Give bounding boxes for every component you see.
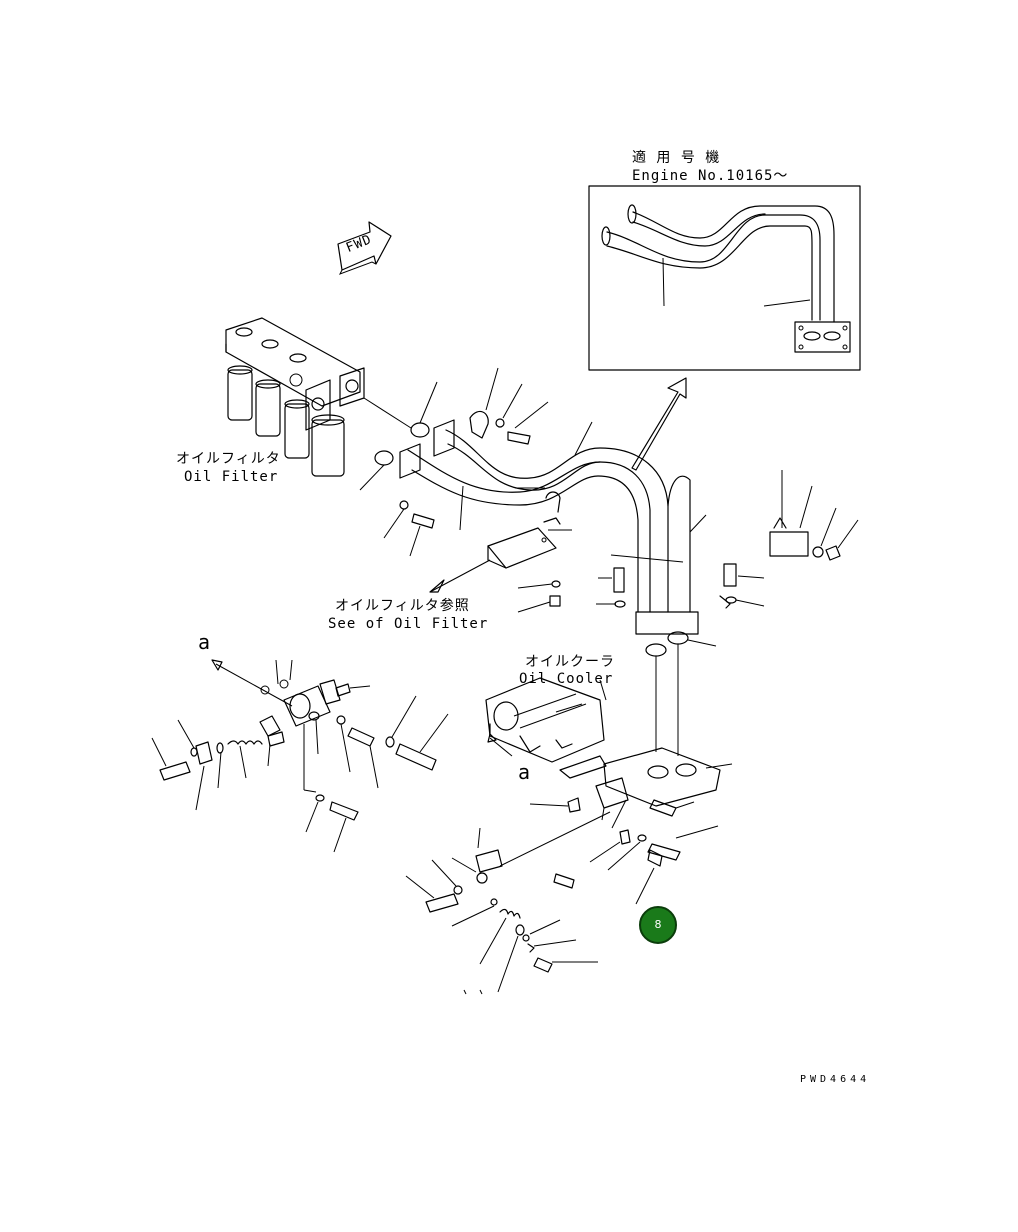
valve-assembly	[151, 659, 449, 853]
cooler-housing	[499, 747, 733, 867]
view-a-label-upper: a	[198, 630, 212, 654]
inset-title-jp: 適 用 号 機	[632, 150, 721, 166]
oil-cooler-en-label: Oil Cooler	[519, 671, 614, 687]
oil-cooler-jp-label: オイルクーラ	[525, 654, 615, 670]
inset-arrow	[631, 377, 687, 471]
gaskets-cooler	[645, 631, 717, 756]
see-oil-filter-jp-label: オイルフィルタ参照	[335, 598, 470, 614]
inset-box	[588, 185, 861, 371]
gaskets-filter	[359, 381, 438, 491]
main-pipe-assembly	[399, 419, 707, 635]
lower-valve-assembly	[405, 827, 598, 995]
bolts-left	[383, 500, 435, 557]
pipe-clamps	[469, 367, 561, 513]
oil-filter-en-label: Oil Filter	[184, 469, 279, 485]
callout-marker-button[interactable]: 8	[639, 906, 677, 944]
bolts-housing	[529, 797, 719, 905]
right-bracket	[769, 470, 859, 561]
oil-cooler	[485, 677, 607, 763]
drawing-code: PWD4644	[800, 1074, 871, 1085]
view-a-callout	[211, 659, 293, 707]
view-a-label-lower: a	[518, 760, 532, 784]
oil-filter-jp-label: オイルフィルタ	[176, 451, 281, 467]
see-oil-filter-en-label: See of Oil Filter	[328, 616, 489, 632]
bolts-right	[596, 563, 765, 609]
fwd-arrow-icon	[337, 221, 392, 275]
callout-marker-label: 8	[654, 918, 662, 931]
inset-title-en: Engine No.10165～	[632, 168, 789, 184]
oil-filter-assembly	[225, 317, 365, 477]
lower-bracket	[429, 517, 572, 613]
